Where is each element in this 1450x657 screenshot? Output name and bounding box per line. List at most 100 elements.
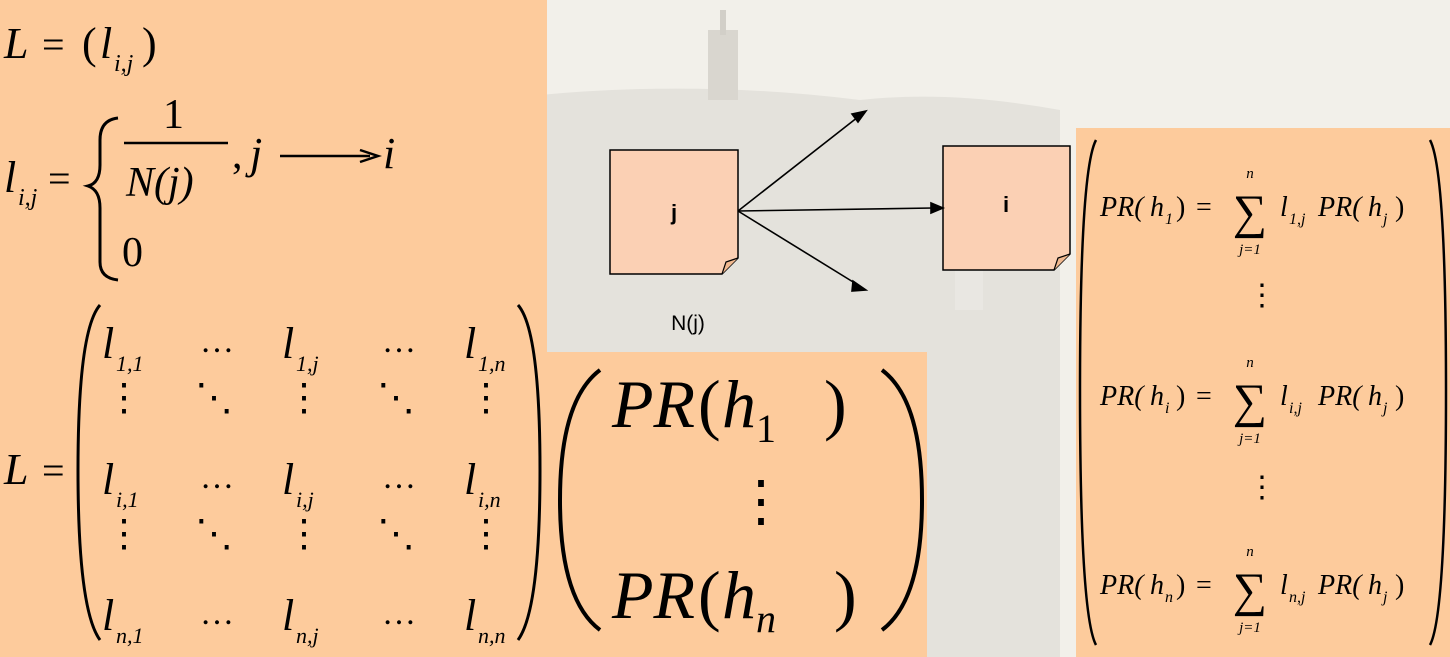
sum-sign: ∑	[1233, 375, 1267, 428]
vertical-dots: ⋮	[1247, 471, 1277, 504]
arrow-head	[359, 148, 382, 164]
matrix-dots: ⋮	[285, 513, 323, 555]
fraction-numerator: 1	[163, 92, 184, 138]
pr-label: PR(	[1317, 192, 1363, 223]
matrix-dots: …	[200, 595, 234, 632]
matrix-dots: ⋮	[285, 377, 323, 419]
symbol-h: h	[1150, 381, 1164, 412]
comma: ,	[232, 132, 243, 178]
sum-lower-limit: j=1	[1237, 620, 1261, 636]
symbol-h: h	[1150, 192, 1164, 223]
link-arrow-to-i	[737, 207, 934, 212]
pr-label: PR(	[1099, 192, 1145, 223]
pr-label: PR(	[1317, 570, 1363, 601]
sum-lower-limit: j=1	[1237, 242, 1261, 258]
vector-panel	[547, 352, 927, 657]
paren-close: )	[1395, 570, 1404, 601]
system-paren-right	[1428, 139, 1448, 646]
symbol-l: l	[1280, 570, 1288, 601]
link-arrow-up	[737, 116, 859, 212]
subscript: n,j	[1289, 589, 1306, 606]
matrix-dots: ⋱	[195, 377, 233, 419]
subscript: j	[1381, 211, 1388, 228]
right-formula-panel	[1076, 128, 1450, 657]
matrix-dots: ⋱	[377, 513, 415, 555]
symbol-l: l	[1280, 381, 1288, 412]
symbol-j: j	[245, 129, 262, 178]
sum-upper-limit: n	[1246, 166, 1254, 182]
formula-pr-vector: PR ( h 1 ) ⋮ PR ( h n )	[557, 366, 925, 641]
equals-sign: =	[42, 448, 65, 493]
caption-nj: N(j)	[671, 312, 705, 335]
sum-upper-limit: n	[1246, 544, 1254, 560]
equals-sign: =	[1196, 570, 1212, 601]
matrix-entry-subscript: n,1	[116, 623, 144, 648]
symbol-h: h	[1150, 570, 1164, 601]
matrix-entry-subscript: i,n	[478, 487, 501, 512]
sum-sign: ∑	[1233, 564, 1267, 617]
link-diagram: j i N(j)	[609, 109, 1071, 335]
symbol-h: h	[1368, 570, 1382, 601]
pr-label: PR(	[1099, 570, 1145, 601]
vector-paren-left	[557, 368, 602, 632]
subscript: j	[1381, 400, 1388, 417]
matrix-dots: ⋱	[195, 513, 233, 555]
formula-lij-definition: l i,j = 1 N(j) , j i 0	[4, 92, 395, 282]
matrix-entry-l: l	[282, 455, 294, 504]
paren-open: (	[698, 557, 721, 633]
paren-close: )	[1176, 192, 1185, 223]
node-i: i	[942, 145, 1071, 271]
matrix-dots: ⋮	[467, 377, 505, 419]
matrix-entry-subscript: 1,n	[478, 351, 506, 376]
matrix-entry-l: l	[464, 591, 476, 640]
symbol-l: l	[4, 153, 16, 202]
matrix-bracket-right	[516, 304, 542, 641]
system-paren-left	[1078, 139, 1098, 646]
matrix-dots: ⋱	[377, 377, 415, 419]
symbol-h: h	[722, 366, 756, 442]
node-i-label: i	[1003, 192, 1009, 217]
subscript: i,j	[1289, 400, 1302, 417]
symbol-l: l	[100, 19, 112, 68]
equals-sign: =	[1196, 192, 1212, 223]
paren-close: )	[1395, 381, 1404, 412]
pr-label: PR(	[1317, 381, 1363, 412]
subscript: 1	[1165, 211, 1173, 228]
matrix-entry-l: l	[464, 319, 476, 368]
subscript: i	[1165, 400, 1169, 417]
subscript: n	[1165, 589, 1173, 606]
vertical-dots: ⋮	[733, 471, 789, 533]
pr-label: PR	[611, 366, 695, 442]
subscript-ij: i,j	[18, 185, 38, 211]
symbol-L: L	[3, 19, 28, 68]
paren-close: )	[834, 557, 857, 633]
subscript: 1,j	[1289, 211, 1306, 228]
subscript: j	[1381, 589, 1388, 606]
matrix-entry-subscript: 1,1	[116, 351, 144, 376]
paren-close: )	[824, 366, 847, 442]
arrow-head-to-i	[930, 201, 946, 215]
matrix-dots: ⋮	[105, 377, 143, 419]
matrix-dots: ⋮	[105, 513, 143, 555]
symbol-h: h	[1368, 192, 1382, 223]
left-formula-panel	[0, 0, 547, 657]
matrix-bracket-left	[76, 304, 102, 641]
matrix-entry-l: l	[282, 319, 294, 368]
matrix-entry-l: l	[102, 319, 114, 368]
symbol-h: h	[722, 557, 756, 633]
subscript-1: 1	[756, 406, 776, 451]
matrix-entry-subscript: n,n	[478, 623, 506, 648]
symbol-L: L	[3, 445, 28, 494]
subscript-n: n	[756, 596, 776, 641]
link-arrow-down	[737, 210, 859, 286]
matrix-entry-subscript: 1,j	[296, 351, 319, 376]
subscript-ij: i,j	[114, 51, 134, 77]
symbol-l: l	[1280, 192, 1288, 223]
matrix-dots: …	[200, 323, 234, 360]
matrix-entry-l: l	[464, 455, 476, 504]
matrix-entry-subscript: i,j	[296, 487, 314, 512]
matrix-entry-l: l	[282, 591, 294, 640]
